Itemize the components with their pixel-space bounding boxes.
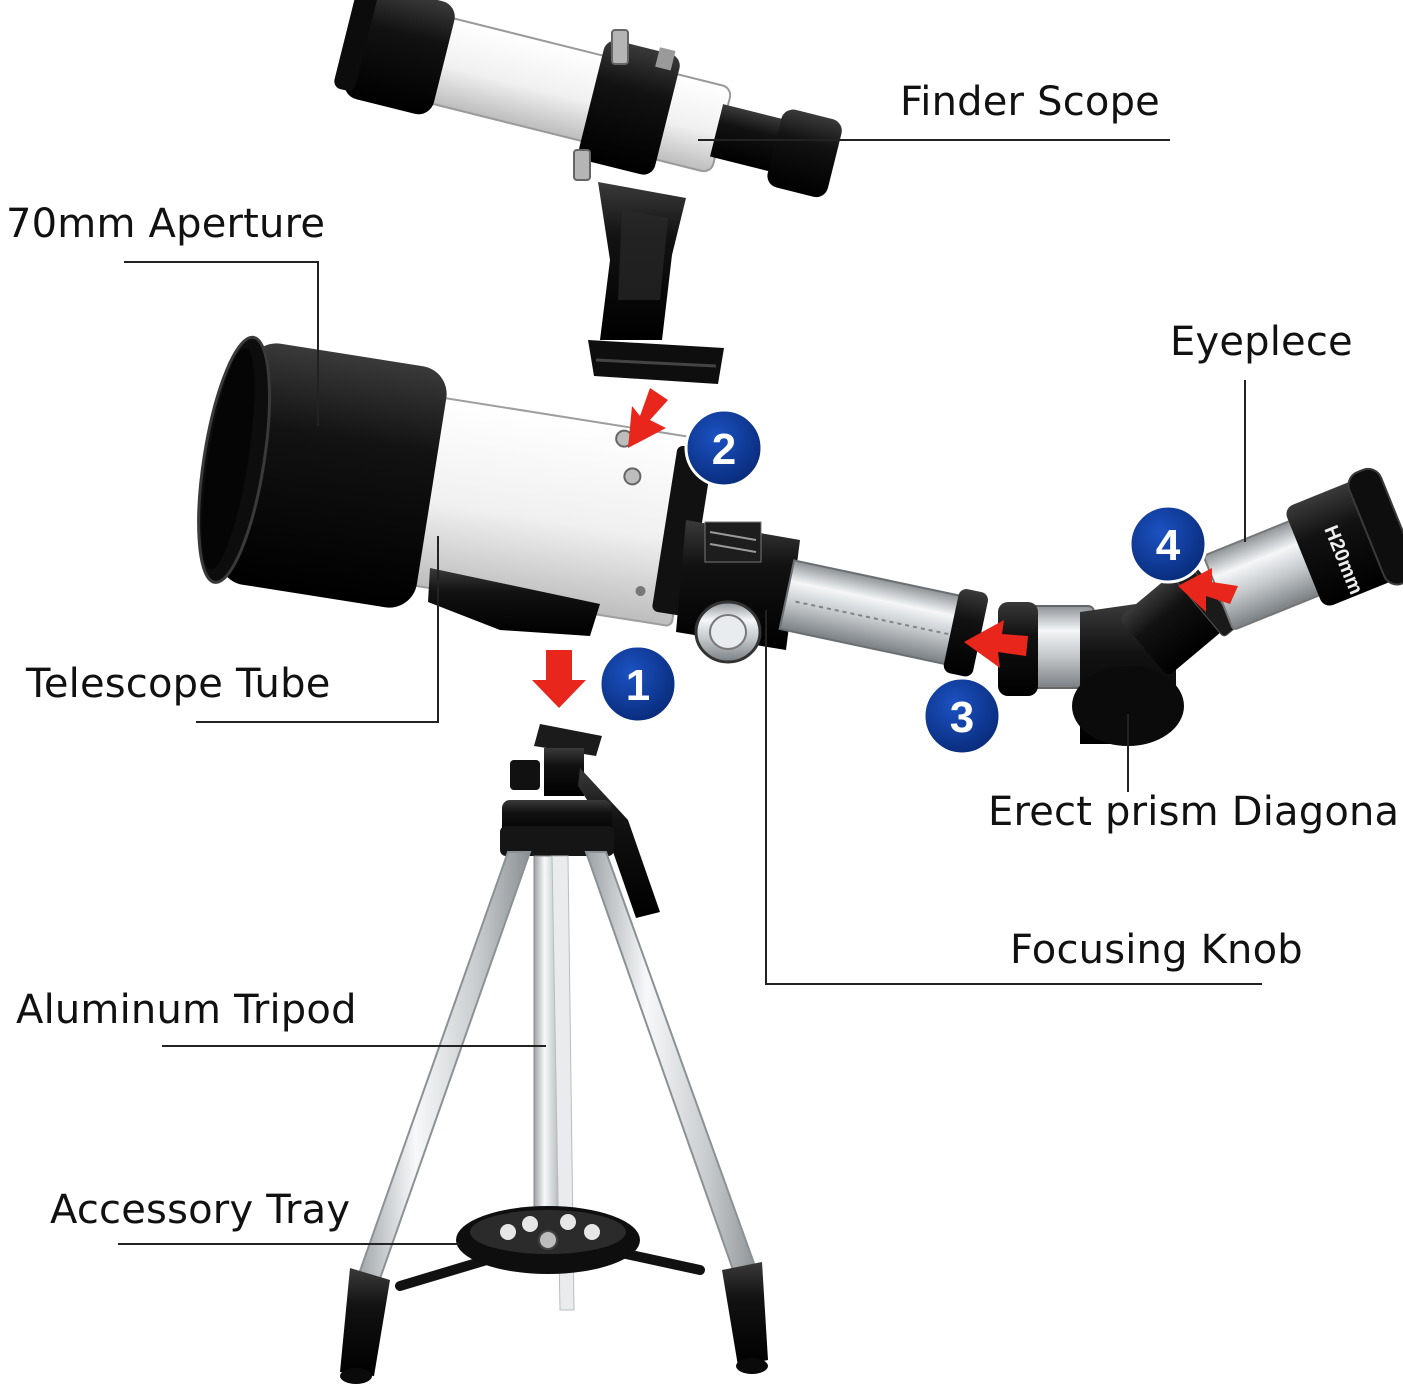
arrow-down-icon [532, 650, 586, 708]
svg-text:1: 1 [626, 661, 650, 710]
svg-text:2: 2 [712, 425, 736, 474]
erect-prism-diagonal [998, 558, 1239, 746]
telescope-tube [197, 335, 713, 627]
label-telescope-tube: Telescope Tube [26, 661, 331, 707]
label-finder-scope: Finder Scope [900, 79, 1160, 125]
step-badge-4: 4 [1128, 504, 1208, 584]
finder-scope [334, 0, 842, 198]
arrow-left-icon [964, 620, 1028, 668]
aluminum-tripod [340, 724, 768, 1384]
label-accessory-tray: Accessory Tray [50, 1187, 351, 1233]
step-badge-1: 1 [598, 644, 678, 724]
leader-focusing-knob [765, 610, 1262, 985]
assembly-arrows [532, 388, 1238, 708]
label-focusing-knob: Focusing Knob [1010, 927, 1303, 973]
arrow-down-icon [628, 388, 668, 448]
label-aperture: 70mm Aperture [6, 201, 326, 247]
arrow-left-icon [1178, 568, 1238, 612]
label-eyepiece: Eyeplece [1170, 319, 1353, 365]
label-aluminum-tripod: Aluminum Tripod [16, 987, 357, 1033]
step-badge-3: 3 [922, 676, 1002, 756]
svg-text:3: 3 [950, 693, 974, 742]
leader-aperture [124, 261, 319, 426]
leader-lines [118, 139, 1262, 1245]
eyepiece: H20mm [1203, 467, 1403, 630]
step-badge-2: 2 [684, 408, 764, 488]
svg-text:4: 4 [1156, 521, 1181, 570]
leader-telescope-tube [196, 536, 439, 723]
label-erect-prism-diagonal: Erect prism Diagonal [988, 789, 1403, 835]
